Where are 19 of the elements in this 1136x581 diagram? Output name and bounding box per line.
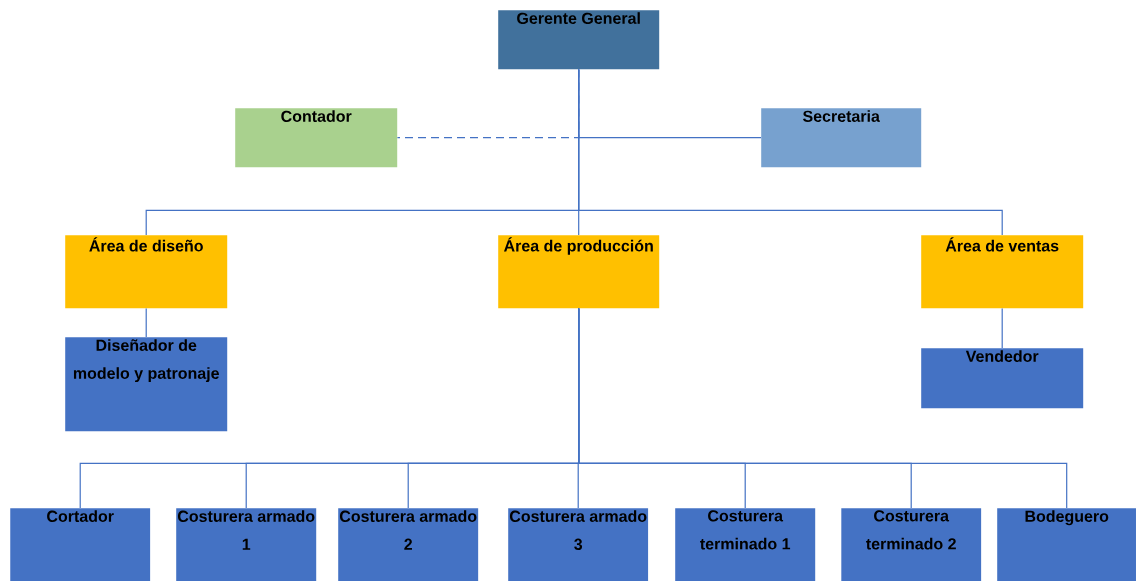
connector-line	[578, 307, 1068, 509]
org-box: Costurera armado 2	[338, 508, 479, 581]
connector-line	[145, 307, 147, 338]
org-box: Contador	[235, 108, 398, 168]
org-box: Área de diseño	[65, 235, 228, 309]
org-box: Gerente General	[498, 10, 660, 70]
org-box: Costurera terminado 2	[841, 508, 982, 581]
org-box: Diseñador de modelo y patronaje	[65, 337, 228, 432]
org-box: Área de producción	[498, 235, 660, 309]
org-box: Vendedor	[921, 348, 1084, 409]
org-box: Bodeguero	[997, 508, 1136, 581]
org-box: Cortador	[10, 508, 151, 581]
connector-line	[1001, 307, 1003, 349]
org-box: Costurera armado 3	[508, 508, 649, 581]
org-box: Secretaria	[761, 108, 922, 168]
org-box: Área de ventas	[921, 235, 1084, 309]
connector-line	[578, 68, 1003, 236]
org-box: Costurera armado 1	[176, 508, 317, 581]
org-box: Costurera terminado 1	[675, 508, 816, 581]
